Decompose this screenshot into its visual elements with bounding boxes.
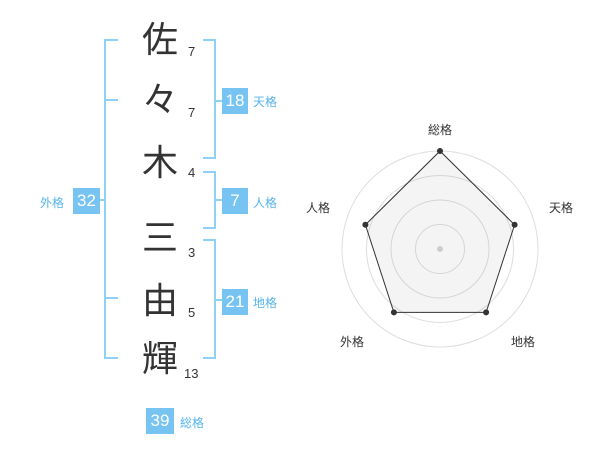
name-char-4: 三 <box>141 218 178 259</box>
gaikaku-badge: 32 <box>73 188 100 214</box>
name-char-2: 々 <box>141 80 178 121</box>
name-char-5: 由 <box>141 281 178 322</box>
chikaku-label: 地格 <box>253 296 278 310</box>
stroke-count-4: 3 <box>188 245 196 260</box>
radar-ring-1 <box>415 224 465 274</box>
stroke-count-3: 4 <box>188 165 196 180</box>
tenkaku-label: 天格 <box>253 95 278 109</box>
radar-axis-label-soukaku: 総格 <box>428 123 453 137</box>
jinkaku-badge: 7 <box>222 188 248 214</box>
stroke-count-6: 13 <box>184 366 199 381</box>
jinkaku-label: 人格 <box>253 196 278 210</box>
radar-point-3 <box>483 309 490 316</box>
soukaku-badge: 39 <box>146 408 174 434</box>
soukaku-label: 総格 <box>180 416 205 430</box>
radar-ring-2 <box>390 199 490 299</box>
radar-point-2 <box>511 221 518 228</box>
name-char-3: 木 <box>141 143 178 184</box>
radar-center-dot <box>437 246 443 252</box>
radar-polygon <box>364 150 516 313</box>
stroke-count-5: 5 <box>188 305 196 320</box>
radar-axis-label-chikaku: 地格 <box>511 335 536 349</box>
radar-point-4 <box>390 309 397 316</box>
radar-axis-label-gaikaku: 外格 <box>340 335 365 349</box>
radar-axis-label-tenkaku: 天格 <box>549 201 574 215</box>
radar-point-5 <box>362 221 369 228</box>
tenkaku-badge: 18 <box>222 88 248 114</box>
radar-axis-label-jinkaku: 人格 <box>306 201 331 215</box>
name-char-1: 佐 <box>141 20 178 61</box>
name-char-6: 輝 <box>141 339 178 380</box>
chikaku-badge: 21 <box>222 289 248 315</box>
radar-point-1 <box>437 148 443 154</box>
tenkaku-bracket <box>203 39 216 159</box>
radar-ring-3 <box>366 175 514 323</box>
gaikaku-label: 外格 <box>40 196 65 210</box>
stroke-count-2: 7 <box>188 105 196 120</box>
stroke-count-1: 7 <box>188 44 196 59</box>
